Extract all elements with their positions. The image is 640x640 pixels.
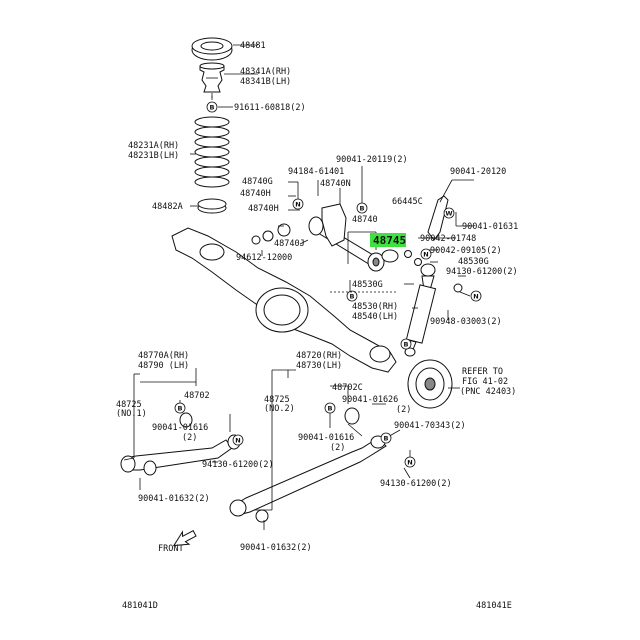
label-94612: 94612-12000	[236, 253, 292, 263]
marker-n-left: N	[232, 434, 244, 446]
label-90041-01632-left: 90041-01632(2)	[138, 494, 210, 504]
label-90042-01748: 90042-01748	[420, 234, 476, 244]
marker-w-66445C: W	[443, 207, 455, 219]
label-pnc-42403: (PNC 42403)	[460, 387, 516, 397]
marker-b-48702: B	[174, 402, 186, 414]
brake-drum	[407, 359, 453, 409]
svg-text:B: B	[328, 405, 333, 413]
label-48790: 48790 (LH)	[138, 361, 189, 371]
label-x2-left: (2)	[182, 433, 197, 443]
marker-b-91611: B	[206, 101, 218, 113]
label-48481: 48481	[240, 41, 266, 51]
label-no1: (NO.1)	[116, 409, 147, 419]
marker-n-94130: N	[470, 290, 482, 302]
marker-b-text: B	[210, 104, 215, 112]
label-94184: 94184-61401	[288, 167, 344, 177]
label-48740G: 48740G	[242, 177, 273, 187]
label-48740N: 48740N	[320, 179, 351, 189]
label-48341A: 48341A(RH)	[240, 67, 291, 77]
label-48740J: 48740J	[274, 239, 305, 249]
marker-b-20119: B	[356, 202, 368, 214]
label-48702C: 48702C	[332, 383, 363, 393]
label-48540-lh: 48540(LH)	[352, 312, 398, 322]
label-90041-01626: 90041-01626	[342, 395, 398, 405]
label-48702: 48702	[184, 391, 210, 401]
coil-spring-48231	[194, 116, 230, 188]
label-48740H-1: 48740H	[240, 189, 271, 199]
svg-text:B: B	[404, 341, 409, 349]
svg-text:B: B	[384, 435, 389, 443]
label-code-481041D: 481041D	[122, 601, 158, 611]
label-66445C: 66445C	[392, 197, 423, 207]
label-90041-20119: 90041-20119(2)	[336, 155, 408, 165]
label-code-481041E: 481041E	[476, 601, 512, 611]
marker-b-48702C: B	[324, 402, 336, 414]
svg-text:N: N	[235, 437, 240, 445]
label-no2: (NO.2)	[264, 404, 295, 414]
label-x2-mid2: (2)	[330, 443, 345, 453]
label-48720: 48720(RH)	[296, 351, 342, 361]
lower-control-arm-48720	[229, 407, 387, 523]
label-refer-to: REFER TO	[462, 367, 503, 377]
label-48482A: 48482A	[152, 202, 183, 212]
label-48725-right: 48725	[264, 395, 290, 405]
label-48740: 48740	[352, 215, 378, 225]
marker-b-48530G: B	[346, 290, 358, 302]
label-48530-rh: 48530(RH)	[352, 302, 398, 312]
label-90041-70343: 90041-70343(2)	[394, 421, 466, 431]
label-48341B: 48341B(LH)	[240, 77, 291, 87]
bushings-48740G-H-J	[251, 223, 291, 245]
svg-text:N: N	[295, 201, 300, 209]
svg-text:N: N	[423, 251, 428, 259]
svg-text:B: B	[178, 405, 183, 413]
bracket-48740N	[321, 203, 347, 247]
label-48231B: 48231B(LH)	[128, 151, 179, 161]
label-48530G-left: 48530G	[352, 280, 383, 290]
label-90042-09105: 90042-09105(2)	[430, 246, 502, 256]
svg-text:N: N	[473, 293, 478, 301]
highlight-box-48745	[370, 233, 406, 247]
svg-text:W: W	[445, 210, 452, 218]
label-94130-61200-right: 94130-61200(2)	[380, 479, 452, 489]
bracket-66445C	[427, 195, 449, 241]
label-90041-01631: 90041-01631	[462, 222, 518, 232]
label-48730: 48730(LH)	[296, 361, 342, 371]
label-91611: 91611-60818(2)	[234, 103, 306, 113]
spring-insulator-48482A	[197, 198, 227, 214]
label-48231A: 48231A(RH)	[128, 141, 179, 151]
label-90041-20120: 90041-20120	[450, 167, 506, 177]
bushing-48745	[381, 249, 399, 263]
label-90948: 90948-03003(2)	[430, 317, 502, 327]
label-94130-61200-left: 94130-61200(2)	[202, 460, 274, 470]
part-labels: 48481 48341A(RH) 48341B(LH) 91611-60818(…	[116, 41, 518, 611]
label-90041-01632-mid: 90041-01632(2)	[240, 543, 312, 553]
label-48530G-right: 48530G	[458, 257, 489, 267]
marker-n-right: N	[404, 456, 416, 468]
label-48745-highlighted: 48745	[373, 234, 406, 247]
label-fig-41-02: FIG 41-02	[462, 377, 508, 387]
label-48740H-2: 48740H	[248, 204, 279, 214]
marker-n-90042: N	[420, 248, 432, 260]
marker-n-1: N	[292, 198, 304, 210]
leader-lines	[123, 44, 474, 530]
label-x2-mid: (2)	[396, 405, 411, 415]
svg-text:B: B	[350, 293, 355, 301]
label-front: FRONT	[158, 544, 184, 554]
marker-b-70343: B	[380, 432, 392, 444]
svg-text:B: B	[360, 205, 365, 213]
svg-text:N: N	[407, 459, 412, 467]
label-90041-01616-mid: 90041-01616	[298, 433, 354, 443]
label-94130-61200-top: 94130-61200(2)	[446, 267, 518, 277]
label-48725-left: 48725	[116, 400, 142, 410]
spring-seat-48481	[191, 37, 233, 61]
label-90041-01616-left: 90041-01616	[152, 423, 208, 433]
label-48770A: 48770A(RH)	[138, 351, 189, 361]
rear-axle-housing	[171, 227, 397, 373]
front-arrow-icon	[172, 530, 197, 547]
marker-b-90948: B	[400, 338, 412, 350]
nuts-shock-top	[404, 250, 463, 293]
bump-stopper-48341	[199, 62, 225, 93]
